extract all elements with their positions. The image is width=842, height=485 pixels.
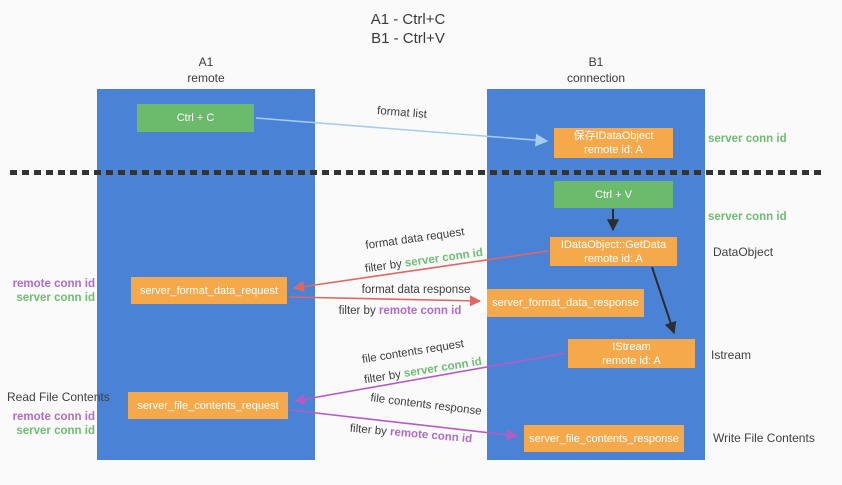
- label-format-data-request: format data request: [364, 226, 466, 252]
- diagram-title-line2: B1 - Ctrl+V: [371, 30, 445, 47]
- filter-prefix: filter by: [364, 258, 403, 276]
- label-format-list: format list: [376, 105, 428, 121]
- node-file-request-label: server_file_contents_request: [137, 399, 279, 412]
- lane-header-b1: B1 connection: [487, 54, 705, 86]
- lane-a1-name: A1: [198, 55, 214, 69]
- node-istream-line2: remote id: A: [602, 354, 661, 367]
- node-server-format-data-response: server_format_data_response: [487, 289, 644, 317]
- node-format-response-label: server_format_data_response: [492, 297, 639, 309]
- node-file-response-label: server_file_contents_response: [529, 432, 679, 445]
- label-server-conn-id-right-mid: server conn id: [708, 211, 787, 223]
- lane-header-a1: A1 remote: [97, 54, 315, 86]
- label-write-file-contents: Write File Contents: [713, 431, 815, 445]
- node-server-file-contents-request: server_file_contents_request: [128, 392, 288, 419]
- node-istream: IStream remote id: A: [568, 339, 695, 368]
- node-server-file-contents-response: server_file_contents_response: [524, 425, 684, 452]
- label-format-data-response: format data response: [361, 284, 471, 296]
- filter-key-server-conn-id: server conn id: [403, 355, 483, 380]
- node-format-request-label: server_format_data_request: [139, 284, 279, 297]
- lane-b1-name: B1: [588, 55, 604, 69]
- diagram-title: A1 - Ctrl+C B1 - Ctrl+V: [308, 10, 508, 48]
- node-getdata-line2: remote id: A: [584, 252, 643, 265]
- label-server-conn-id-left-top: server conn id: [16, 292, 95, 304]
- label-istream: Istream: [711, 348, 752, 362]
- node-save-dataobject-line1: 保存IDataObject: [573, 130, 654, 142]
- filter-prefix: filter by: [338, 305, 376, 317]
- filter-key-server-conn-id: server conn id: [404, 246, 484, 270]
- label-server-conn-id-left-bottom: server conn id: [16, 425, 95, 437]
- node-ctrl-v-label: Ctrl + V: [595, 188, 632, 201]
- session-separator-line: [10, 170, 823, 175]
- node-idataobject-getdata: IDataObject::GetData remote id: A: [550, 237, 677, 266]
- label-filter-format-data-request: filter by server conn id: [364, 247, 483, 275]
- label-dataobject: DataObject: [713, 245, 774, 259]
- label-server-conn-id-right-top: server conn id: [708, 133, 787, 145]
- diagram-title-line1: A1 - Ctrl+C: [370, 11, 446, 28]
- node-ctrl-c: Ctrl + C: [137, 104, 254, 132]
- node-save-dataobject: 保存IDataObject remote id: A: [554, 128, 673, 158]
- node-ctrl-c-label: Ctrl + C: [176, 112, 215, 124]
- label-read-file-contents: Read File Contents: [7, 390, 110, 404]
- filter-prefix: filter by: [363, 368, 402, 387]
- node-ctrl-v: Ctrl + V: [554, 181, 673, 208]
- node-server-format-data-request: server_format_data_request: [131, 277, 287, 304]
- node-getdata-line1: IDataObject::GetData: [560, 238, 667, 251]
- node-istream-line1: IStream: [612, 340, 651, 353]
- label-remote-conn-id-left-top: remote conn id: [12, 278, 95, 290]
- arrow-format-data-response: [288, 295, 482, 307]
- filter-key-remote-conn-id: remote conn id: [389, 426, 473, 446]
- label-file-contents-response: file contents response: [369, 392, 483, 418]
- lane-a1-role: remote: [187, 71, 225, 85]
- filter-key-remote-conn-id: remote conn id: [378, 305, 462, 317]
- node-save-dataobject-line2: remote id: A: [584, 144, 643, 156]
- label-remote-conn-id-left-bottom: remote conn id: [12, 411, 95, 423]
- label-filter-format-data-response: filter by remote conn id: [339, 305, 462, 317]
- label-filter-file-contents-response: filter by remote conn id: [349, 423, 472, 446]
- lane-b1-role: connection: [566, 71, 626, 85]
- filter-prefix: filter by: [349, 422, 388, 438]
